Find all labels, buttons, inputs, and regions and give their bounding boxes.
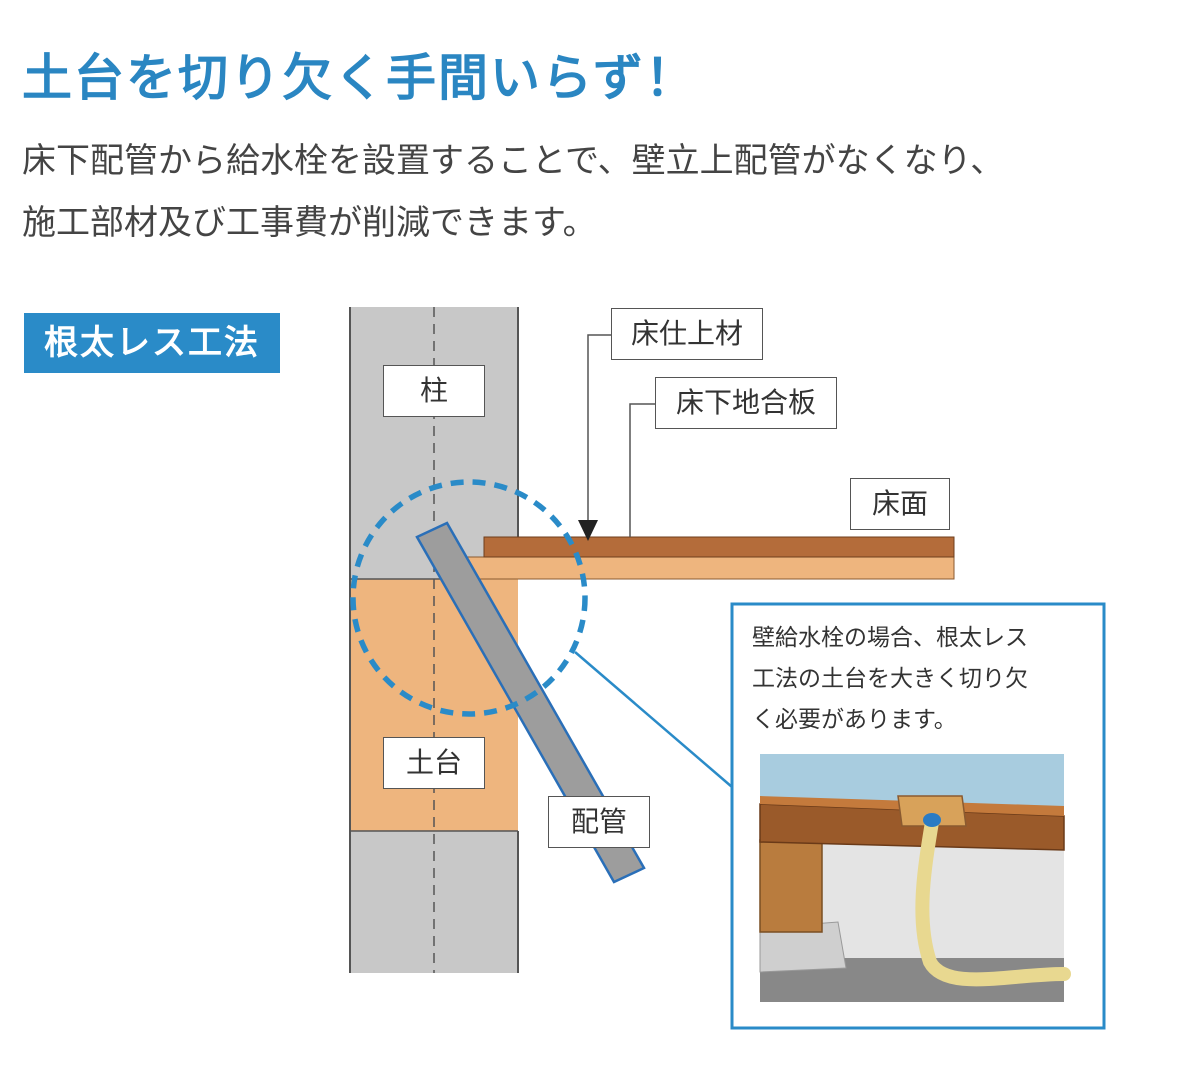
label-floor-surface: 床面 xyxy=(850,478,950,530)
description-line-1: 床下配管から給水栓を設置することで、壁立上配管がなくなり、 xyxy=(22,141,1005,181)
subfloor-plywood xyxy=(463,556,955,580)
method-badge: 根太レス工法 xyxy=(24,313,280,373)
description-line-2: 施工部材及び工事費が削減できます。 xyxy=(22,203,597,243)
leader-subfloor xyxy=(629,403,655,537)
label-floor-finish: 床仕上材 xyxy=(611,308,763,360)
label-pillar: 柱 xyxy=(383,365,485,417)
leader-arrowhead xyxy=(578,520,598,541)
illustration-hose-end xyxy=(923,813,941,827)
label-pipe: 配管 xyxy=(548,796,650,848)
label-subfloor-plywood: 床下地合板 xyxy=(655,377,837,429)
pipe xyxy=(415,521,646,884)
callout-text-line-3: く必要があります。 xyxy=(752,707,957,733)
leader-floor-finish xyxy=(587,334,611,520)
illustration-hose xyxy=(915,815,1071,987)
callout-text-line-2: 工法の土台を大きく切り欠 xyxy=(752,666,1028,692)
callout-connector xyxy=(574,651,733,788)
illustration-sill xyxy=(759,839,823,933)
callout-illustration xyxy=(759,754,1071,1002)
callout-text-line-1: 壁給水栓の場合、根太レス xyxy=(752,625,1028,651)
floor-finish xyxy=(483,536,955,558)
illustration-cut-block xyxy=(897,795,967,827)
highlight-circle xyxy=(350,479,588,717)
label-sill: 土台 xyxy=(383,737,485,789)
headline: 土台を切り欠く手間いらず！ xyxy=(22,49,697,107)
callout-text: 壁給水栓の場合、根太レス 工法の土台を大きく切り欠 く必要があります。 xyxy=(752,618,1092,741)
description: 床下配管から給水栓を設置することで、壁立上配管がなくなり、 施工部材及び工事費が… xyxy=(22,130,1004,254)
